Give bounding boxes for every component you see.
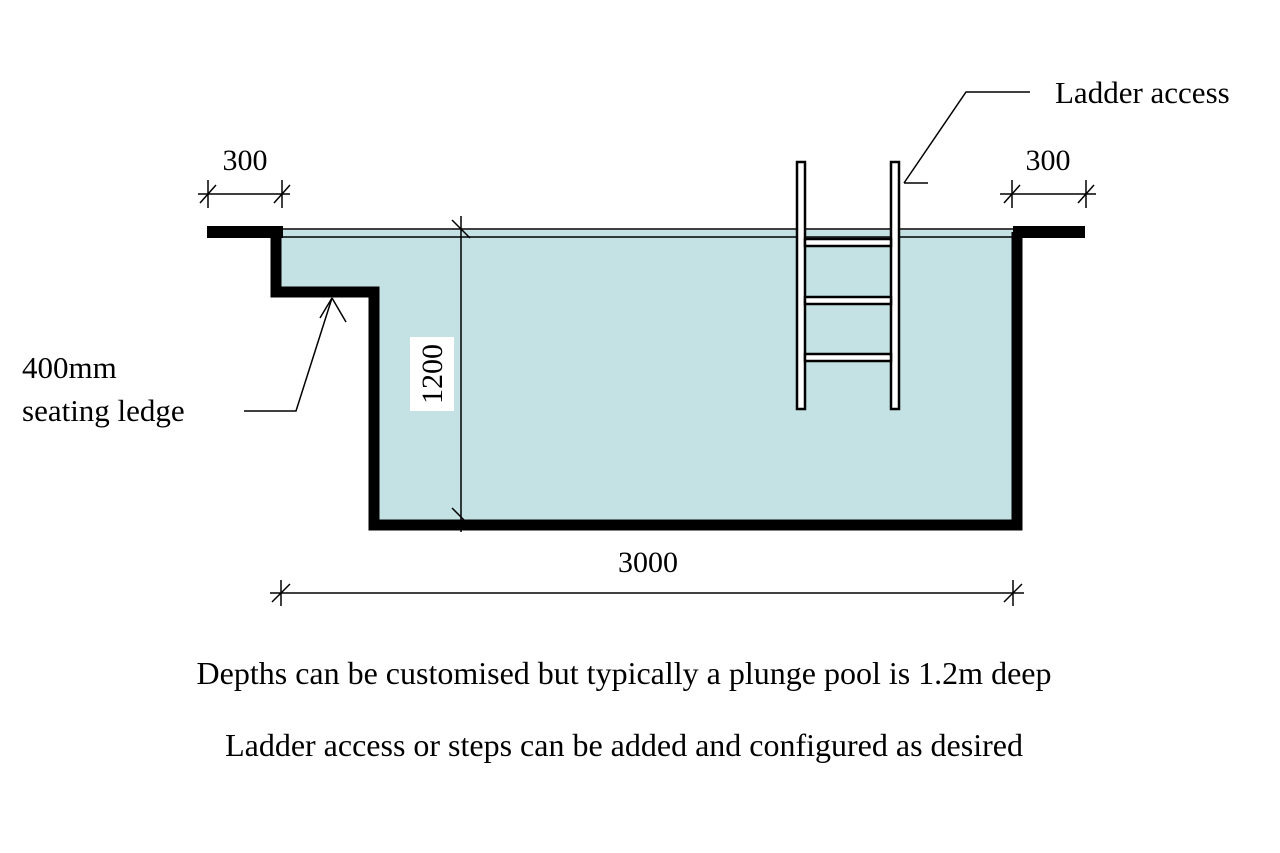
pool-water (281, 230, 1015, 523)
ladder-rail-right (889, 160, 901, 411)
note-depth: Depths can be customised but typically a… (197, 655, 1052, 691)
ledge-callout-label-line1: 400mm (22, 350, 117, 385)
dimension-left-edge: 300 (198, 144, 291, 208)
dimension-depth-label: 1200 (416, 344, 449, 404)
ladder (795, 160, 901, 411)
ladder-rung (803, 295, 893, 306)
ledge-callout-label-line2: seating ledge (22, 393, 185, 428)
note-ladder: Ladder access or steps can be added and … (225, 727, 1023, 763)
dimension-width-label: 3000 (618, 546, 678, 579)
dimension-width: 3000 (270, 546, 1024, 606)
right-deck (1013, 226, 1085, 238)
ladder-rail-left (795, 160, 807, 411)
ladder-rung (803, 237, 893, 248)
pool-outline (270, 232, 1023, 531)
left-deck (207, 226, 283, 238)
ladder-rung (803, 352, 893, 363)
dimension-left-edge-label: 300 (223, 144, 268, 177)
dimension-depth: 1200 (410, 216, 471, 532)
ladder-callout: Ladder access (903, 75, 1230, 184)
ladder-callout-label: Ladder access (1055, 75, 1230, 110)
dimension-right-edge: 300 (1000, 144, 1096, 208)
ledge-callout: 400mm seating ledge (22, 297, 347, 428)
dimension-right-edge-label: 300 (1026, 144, 1071, 177)
